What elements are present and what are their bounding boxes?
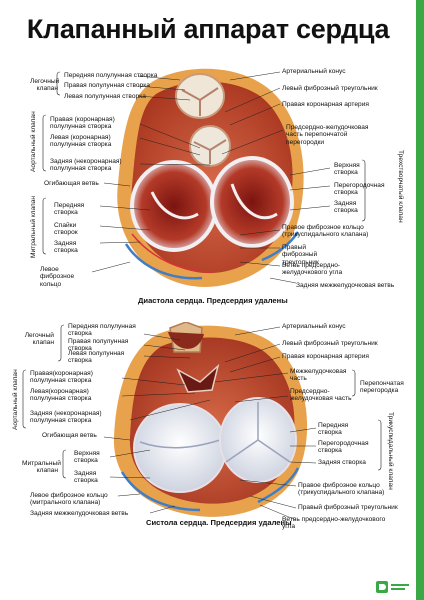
- label-mitral-upper-leaflet: Верхняя створка: [74, 450, 100, 465]
- label-membranous-septum: Перепончатая перегородка: [360, 380, 404, 395]
- label-right-fibrous-ring: Правое фиброзное кольцо (трикуспидальног…: [282, 224, 369, 239]
- label-right-fibrous-ring-2: Правое фиброзное кольцо (трикуспидальног…: [298, 482, 385, 497]
- label-av-membranous-septum: Предсердно-желудочковая часть перепончат…: [286, 124, 369, 146]
- label-mitral-valve: Митральный клапан: [30, 195, 37, 258]
- label-arterial-cone-2: Артериальный конус: [282, 323, 346, 330]
- label-tricuspid-valve: Трехстворчатый клапан: [397, 150, 404, 223]
- systole-heart-illustration: [113, 322, 308, 517]
- label-pulmonary-valve: Легочный клапан: [30, 78, 60, 93]
- diastole-heart-illustration: [117, 68, 304, 287]
- label-tricuspid-septal-leaflet: Перегородочная створка: [334, 182, 385, 197]
- label-anterior-semilunar-cusp: Передняя полулунная створка: [64, 72, 158, 79]
- label-aortic-valve: Аортальный клапан: [30, 111, 37, 172]
- label-anterior-semilunar-cusp-2: Передняя полулунная створка: [68, 323, 136, 338]
- label-left-fibrous-triangle-2: Левый фиброзный треугольник: [282, 340, 378, 347]
- label-left-coronary-cusp-2: Левая(коронарная) полулунная створка: [30, 388, 92, 403]
- label-left-coronary-cusp: Левая (коронарная) полулунная створка: [50, 134, 112, 149]
- label-circumflex-branch: Огибающая ветвь: [44, 180, 99, 187]
- label-aortic-valve-2: Аортальный клапан: [12, 369, 19, 430]
- label-tricuspid-posterior-leaflet: Задняя створка: [334, 200, 358, 215]
- label-mitral-posterior-leaflet: Задняя створка: [54, 240, 78, 255]
- label-av-angle-branch: Ветвь предсердно-желудочкового угла: [282, 262, 343, 277]
- label-left-fibrous-ring-2: Левое фиброзное кольцо (митрального клап…: [30, 492, 108, 507]
- label-right-coronary-cusp-2: Правая(коронарная) полулунная створка: [30, 370, 93, 385]
- label-right-fibrous-triangle-2: Правый фиброзный треугольник: [298, 504, 398, 511]
- label-circumflex-branch-2: Огибающая ветвь: [42, 432, 97, 439]
- label-mitral-posterior-leaflet-2: Задняя створка: [74, 470, 98, 485]
- label-left-semilunar-cusp: Левая полулунная створка: [64, 93, 146, 100]
- label-posterior-interventricular-branch: Задняя межжелудочковая ветвь: [296, 282, 395, 289]
- publisher-logo-icon: [376, 581, 409, 593]
- poster-title: Клапанный аппарат сердца: [26, 14, 390, 44]
- label-interventricular-part: Межжелудочковая часть: [290, 368, 347, 383]
- caption-diastole: Диастола сердца. Предсердия удалены: [138, 296, 288, 305]
- label-av-part: Предсердно-желудочковая часть: [290, 388, 352, 403]
- label-right-semilunar-cusp-2: Правая полулунная створка: [68, 338, 129, 353]
- label-noncoronary-cusp: Задняя (некоронарная) полулунная створка: [50, 158, 122, 173]
- label-commissures: Спайки створок: [54, 222, 78, 237]
- label-tricuspid-anterior-leaflet: Передняя створка: [318, 422, 349, 437]
- label-mitral-valve-2: Митральный клапан: [22, 460, 61, 475]
- label-mitral-anterior-leaflet: Передняя створка: [54, 202, 85, 217]
- label-left-fibrous-triangle: Левый фиброзный треугольник: [282, 85, 378, 92]
- label-left-fibrous-ring: Левое фиброзное кольцо: [40, 266, 75, 288]
- label-right-fibrous-triangle: Правый фиброзный треугольник: [282, 244, 319, 266]
- label-tricuspid-septal-leaflet-2: Перегородочная створка: [318, 440, 369, 455]
- label-right-coronary-artery: Правая коронарная артерия: [282, 101, 369, 108]
- label-av-angle-branch-2: Ветвь предсердно-желудочкового угла: [282, 516, 386, 531]
- label-tricuspid-upper-leaflet: Верхняя створка: [334, 162, 360, 177]
- label-arterial-cone: Артериальный конус: [282, 68, 346, 75]
- label-tricuspid-valve-2: Трикуспидальный клапан: [387, 412, 394, 490]
- accent-sidebar: [416, 0, 424, 600]
- label-right-coronary-artery-2: Правая коронарная артерия: [282, 353, 369, 360]
- label-right-semilunar-cusp: Правая полулунная створка: [64, 82, 150, 89]
- label-noncoronary-cusp-2: Задняя (некоронарная) полулунная створка: [30, 410, 102, 425]
- label-posterior-interventricular-branch-2: Задняя межжелудочковая ветвь: [30, 510, 129, 517]
- label-pulmonary-valve-2: Легочный клапан: [24, 332, 54, 347]
- label-right-coronary-cusp: Правая (коронарная) полулунная створка: [50, 116, 115, 131]
- label-left-semilunar-cusp-2: Левая полулунная створка: [68, 350, 125, 365]
- caption-systole: Систола сердца. Предсердия удалены: [146, 518, 292, 527]
- label-tricuspid-posterior-leaflet-2: Задняя створка: [318, 459, 366, 466]
